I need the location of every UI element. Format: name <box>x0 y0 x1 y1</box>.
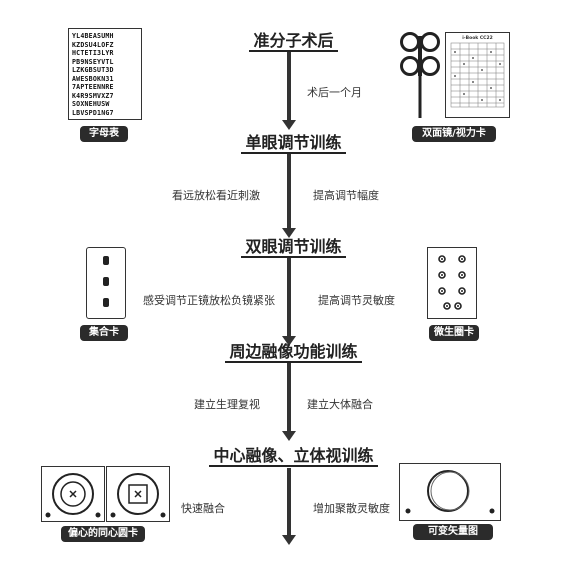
flow-line-4 <box>287 363 291 433</box>
reading-card-grid <box>450 42 505 108</box>
vectogram-image <box>399 463 501 521</box>
note-periph-left: 建立生理复视 <box>194 398 260 411</box>
flow-arrow-2 <box>282 228 296 238</box>
letter-chart-label: 字母表 <box>80 126 128 142</box>
flow-arrow-5 <box>282 535 296 545</box>
note-mono-right: 提高调节幅度 <box>313 189 379 202</box>
note-bino-left: 感受调节正镜放松负镜紧张 <box>143 294 275 307</box>
note-after-surgery: 术后一个月 <box>307 86 362 99</box>
flow-line-1 <box>287 52 291 122</box>
flow-line-2 <box>287 153 291 230</box>
flow-arrow-4 <box>282 431 296 441</box>
tiny-circle-card-label: 微生圈卡 <box>429 325 479 341</box>
fusion-card-holes <box>103 256 109 307</box>
letter-chart-rows: YL4BEASUMH KZDSU4LOFZ HCTETI3LYR PB9NSEY… <box>72 32 114 117</box>
stage-monocular-accommodation: 单眼调节训练 <box>0 133 587 154</box>
reading-card-image: i-Book CC22 <box>445 32 510 118</box>
letter-chart-image: YL4BEASUMH KZDSU4LOFZ HCTETI3LYR PB9NSEY… <box>68 28 142 120</box>
flow-line-5 <box>287 468 291 537</box>
stage-central-fusion-stereo: 中心融像、立体视训练 <box>0 446 587 467</box>
concentric-card-left-drawing <box>45 473 101 518</box>
concentric-card-label: 偏心的同心圆卡 <box>61 526 145 542</box>
stage-binocular-accommodation: 双眼调节训练 <box>0 237 587 258</box>
concentric-card-left-image <box>41 466 105 522</box>
flow-arrow-3 <box>282 336 296 346</box>
flow-arrow-1 <box>282 120 296 130</box>
flipper-card-label: 双面镜/视力卡 <box>412 126 496 142</box>
stage-peripheral-fusion: 周边融像功能训练 <box>0 342 587 363</box>
vectogram-label: 可变矢量图 <box>413 524 493 540</box>
fusion-card-image <box>86 247 126 319</box>
tiny-circle-card-dots <box>438 255 466 310</box>
flipper-lens-icon <box>400 32 440 118</box>
vectogram-drawing <box>405 470 495 514</box>
fusion-card-label: 集合卡 <box>80 325 128 341</box>
reading-card-title: i-Book CC22 <box>462 36 493 41</box>
concentric-card-right-image <box>106 466 170 522</box>
note-central-left: 快速融合 <box>181 502 225 515</box>
note-bino-right: 提高调节灵敏度 <box>318 294 395 307</box>
note-periph-right: 建立大体融合 <box>307 398 373 411</box>
note-central-right: 增加聚散灵敏度 <box>313 502 390 515</box>
concentric-card-right-drawing <box>110 473 166 518</box>
tiny-circle-card-image <box>427 247 477 319</box>
stage-after-surgery: 准分子术后 <box>0 31 587 52</box>
note-mono-left: 看远放松看近刺激 <box>172 189 260 202</box>
flow-line-3 <box>287 257 291 338</box>
